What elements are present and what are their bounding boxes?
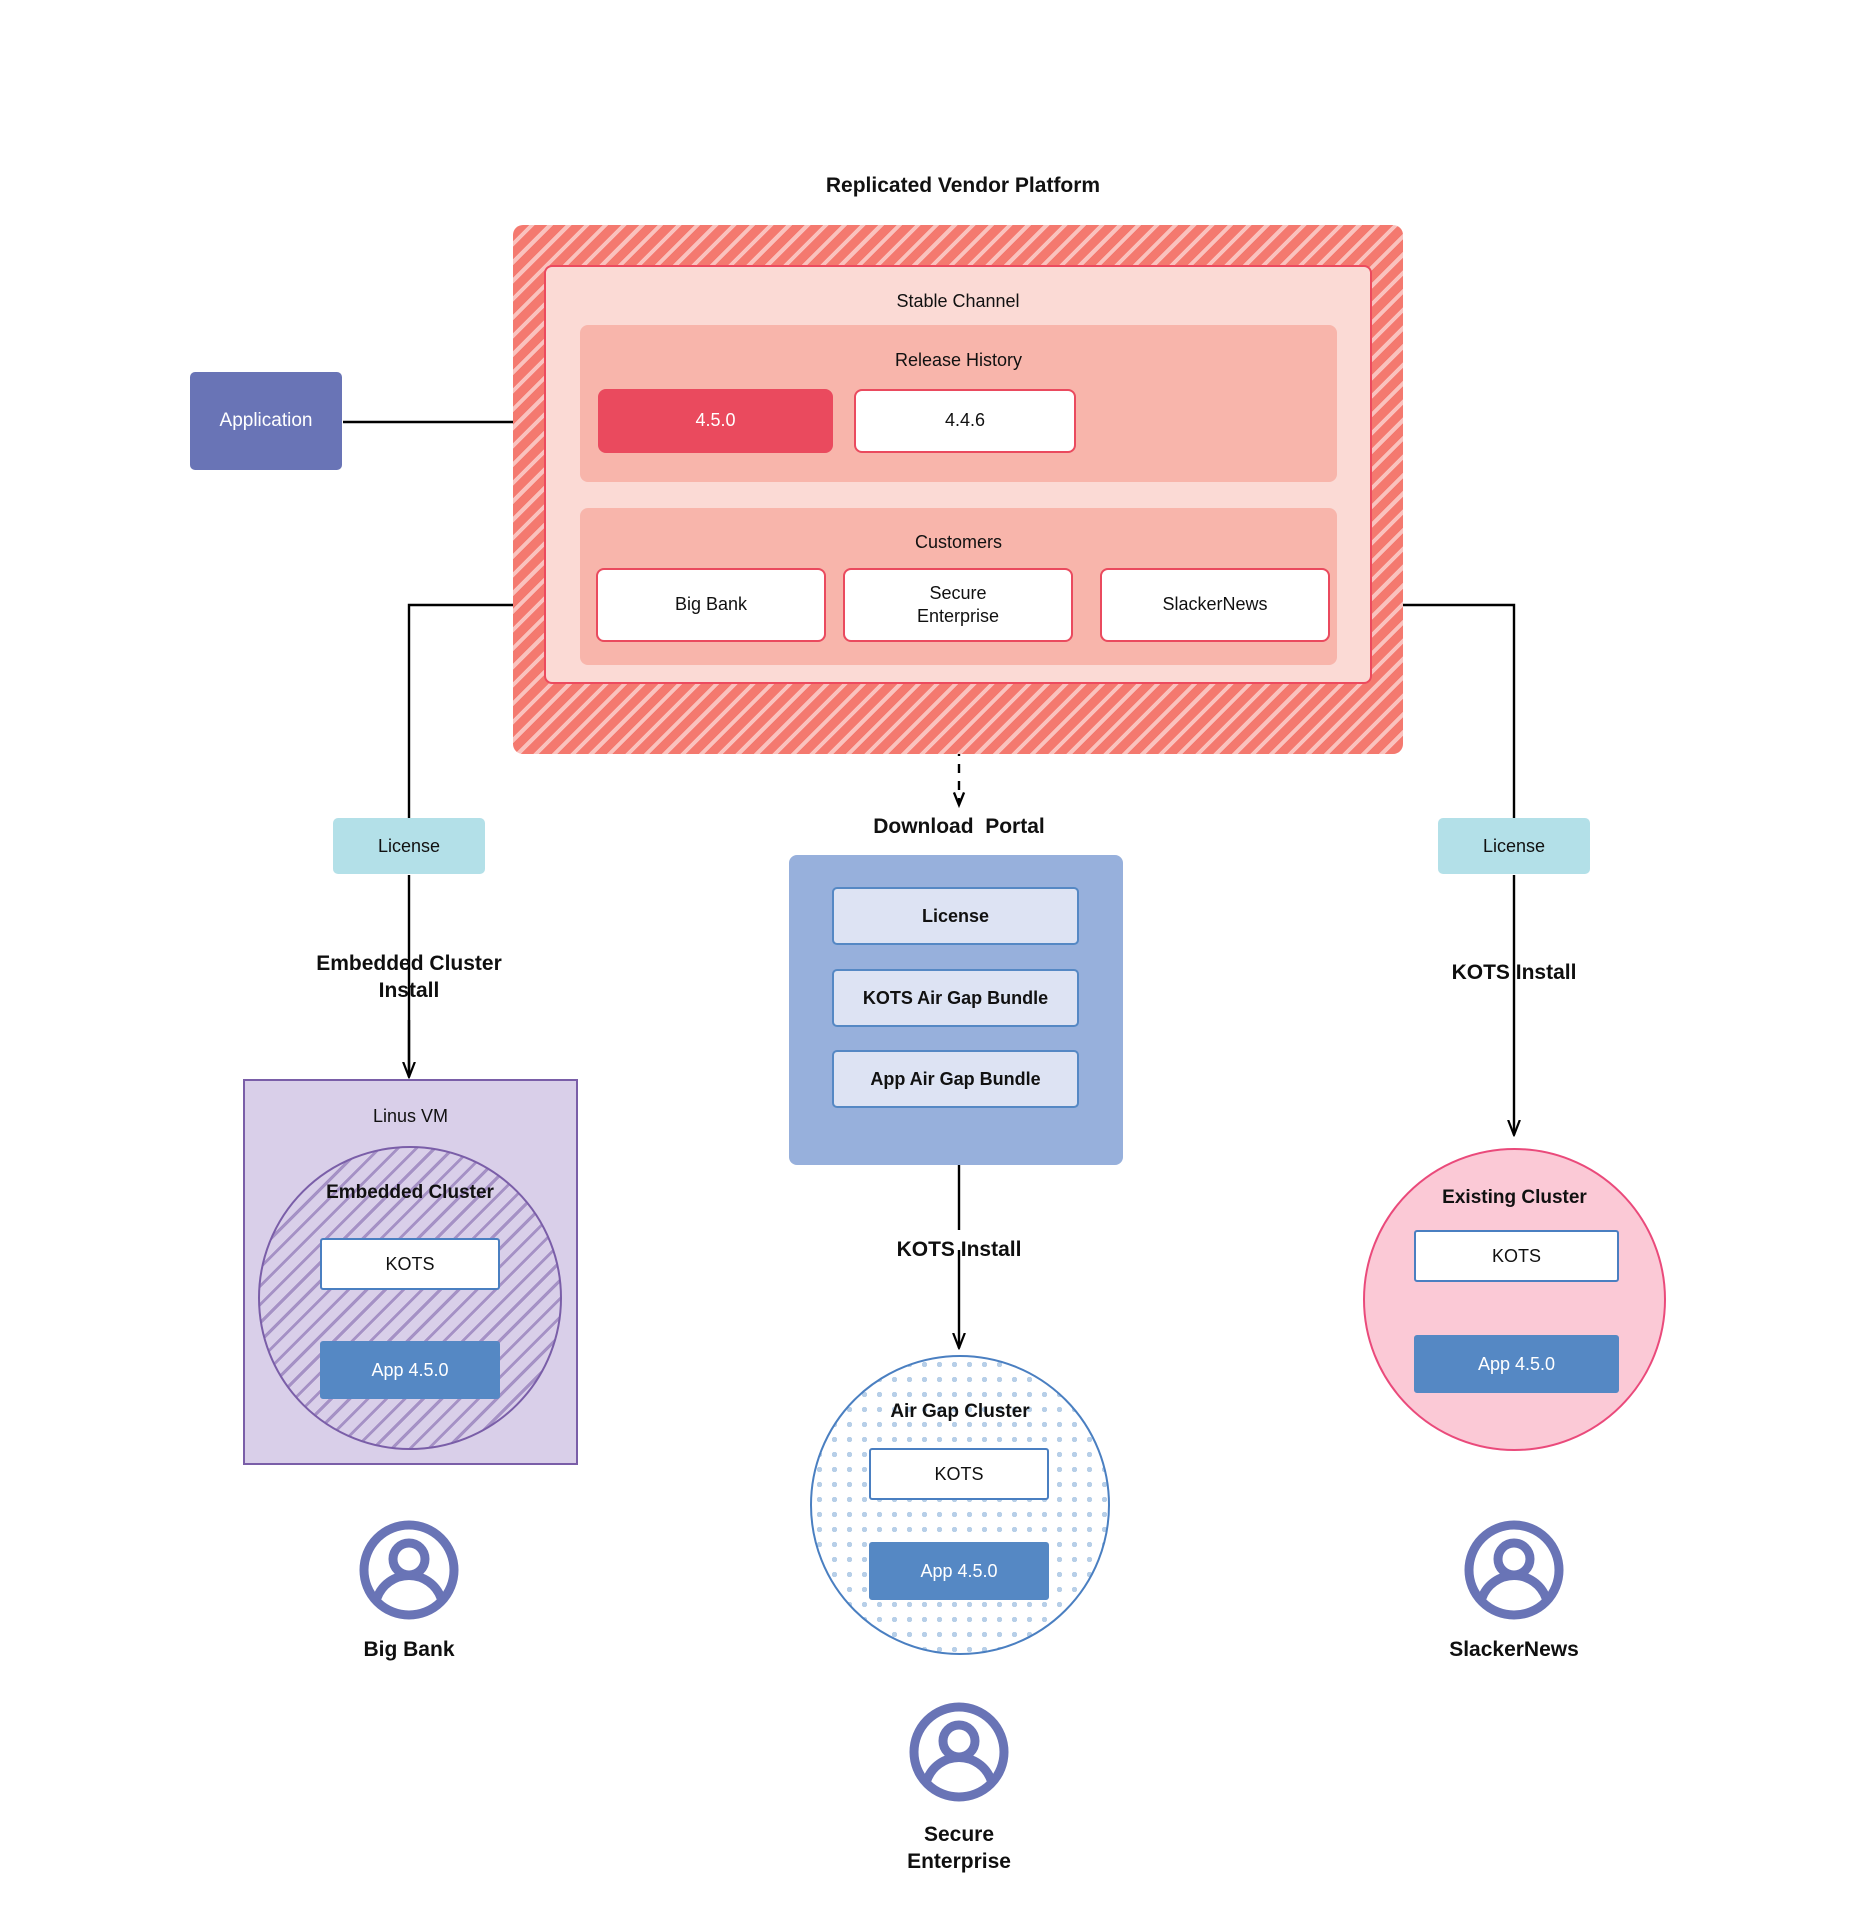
customers-label: Customers — [914, 532, 1003, 553]
avatar-big-bank — [358, 1519, 460, 1626]
avatar-secure-enterprise — [908, 1701, 1010, 1808]
customer-box-slackernews[interactable]: SlackerNews — [1100, 568, 1330, 642]
app-node-embedded[interactable]: App 4.5.0 — [320, 1341, 500, 1399]
existing-cluster-circle — [1363, 1148, 1666, 1451]
app-node-air-gap[interactable]: App 4.5.0 — [869, 1542, 1049, 1600]
app-node-existing[interactable]: App 4.5.0 — [1414, 1335, 1619, 1393]
embedded-cluster-circle — [258, 1146, 562, 1450]
page-title: Replicated Vendor Platform — [825, 174, 1101, 197]
portal-item-license[interactable]: License — [832, 887, 1079, 945]
kots-install-label-right: KOTS Install — [1451, 960, 1577, 984]
portal-item-kots-air-gap-bundle[interactable]: KOTS Air Gap Bundle — [832, 969, 1079, 1027]
customer-label-big-bank: Big Bank — [363, 1637, 455, 1661]
linux-vm-label: Linus VM — [372, 1106, 449, 1127]
release-item-previous[interactable]: 4.4.6 — [854, 389, 1076, 453]
download-portal-title: Download Portal — [873, 815, 1045, 838]
kots-node-embedded[interactable]: KOTS — [320, 1238, 500, 1290]
license-node-right[interactable]: License — [1438, 818, 1590, 874]
air-gap-cluster-label: Air Gap Cluster — [890, 1400, 1030, 1422]
embedded-cluster-label: Embedded Cluster — [326, 1181, 494, 1203]
release-item-current[interactable]: 4.5.0 — [598, 389, 833, 453]
stable-channel-label: Stable Channel — [896, 291, 1020, 312]
kots-install-label-center: KOTS Install — [896, 1237, 1022, 1261]
customer-label-secure-enterprise: Secure Enterprise — [907, 1823, 1011, 1873]
kots-node-air-gap[interactable]: KOTS — [869, 1448, 1049, 1500]
air-gap-cluster-circle — [810, 1355, 1110, 1655]
embedded-cluster-install-label: Embedded Cluster Install — [316, 952, 502, 1002]
application-node[interactable]: Application — [190, 372, 342, 470]
portal-item-app-air-gap-bundle[interactable]: App Air Gap Bundle — [832, 1050, 1079, 1108]
customer-label-slackernews: SlackerNews — [1449, 1637, 1579, 1661]
avatar-slackernews — [1463, 1519, 1565, 1626]
license-node-left[interactable]: License — [333, 818, 485, 874]
kots-node-existing[interactable]: KOTS — [1414, 1230, 1619, 1282]
release-history-label: Release History — [894, 350, 1023, 371]
existing-cluster-label: Existing Cluster — [1442, 1186, 1587, 1208]
customer-box-big-bank[interactable]: Big Bank — [596, 568, 826, 642]
customer-box-secure-enterprise[interactable]: Secure Enterprise — [843, 568, 1073, 642]
